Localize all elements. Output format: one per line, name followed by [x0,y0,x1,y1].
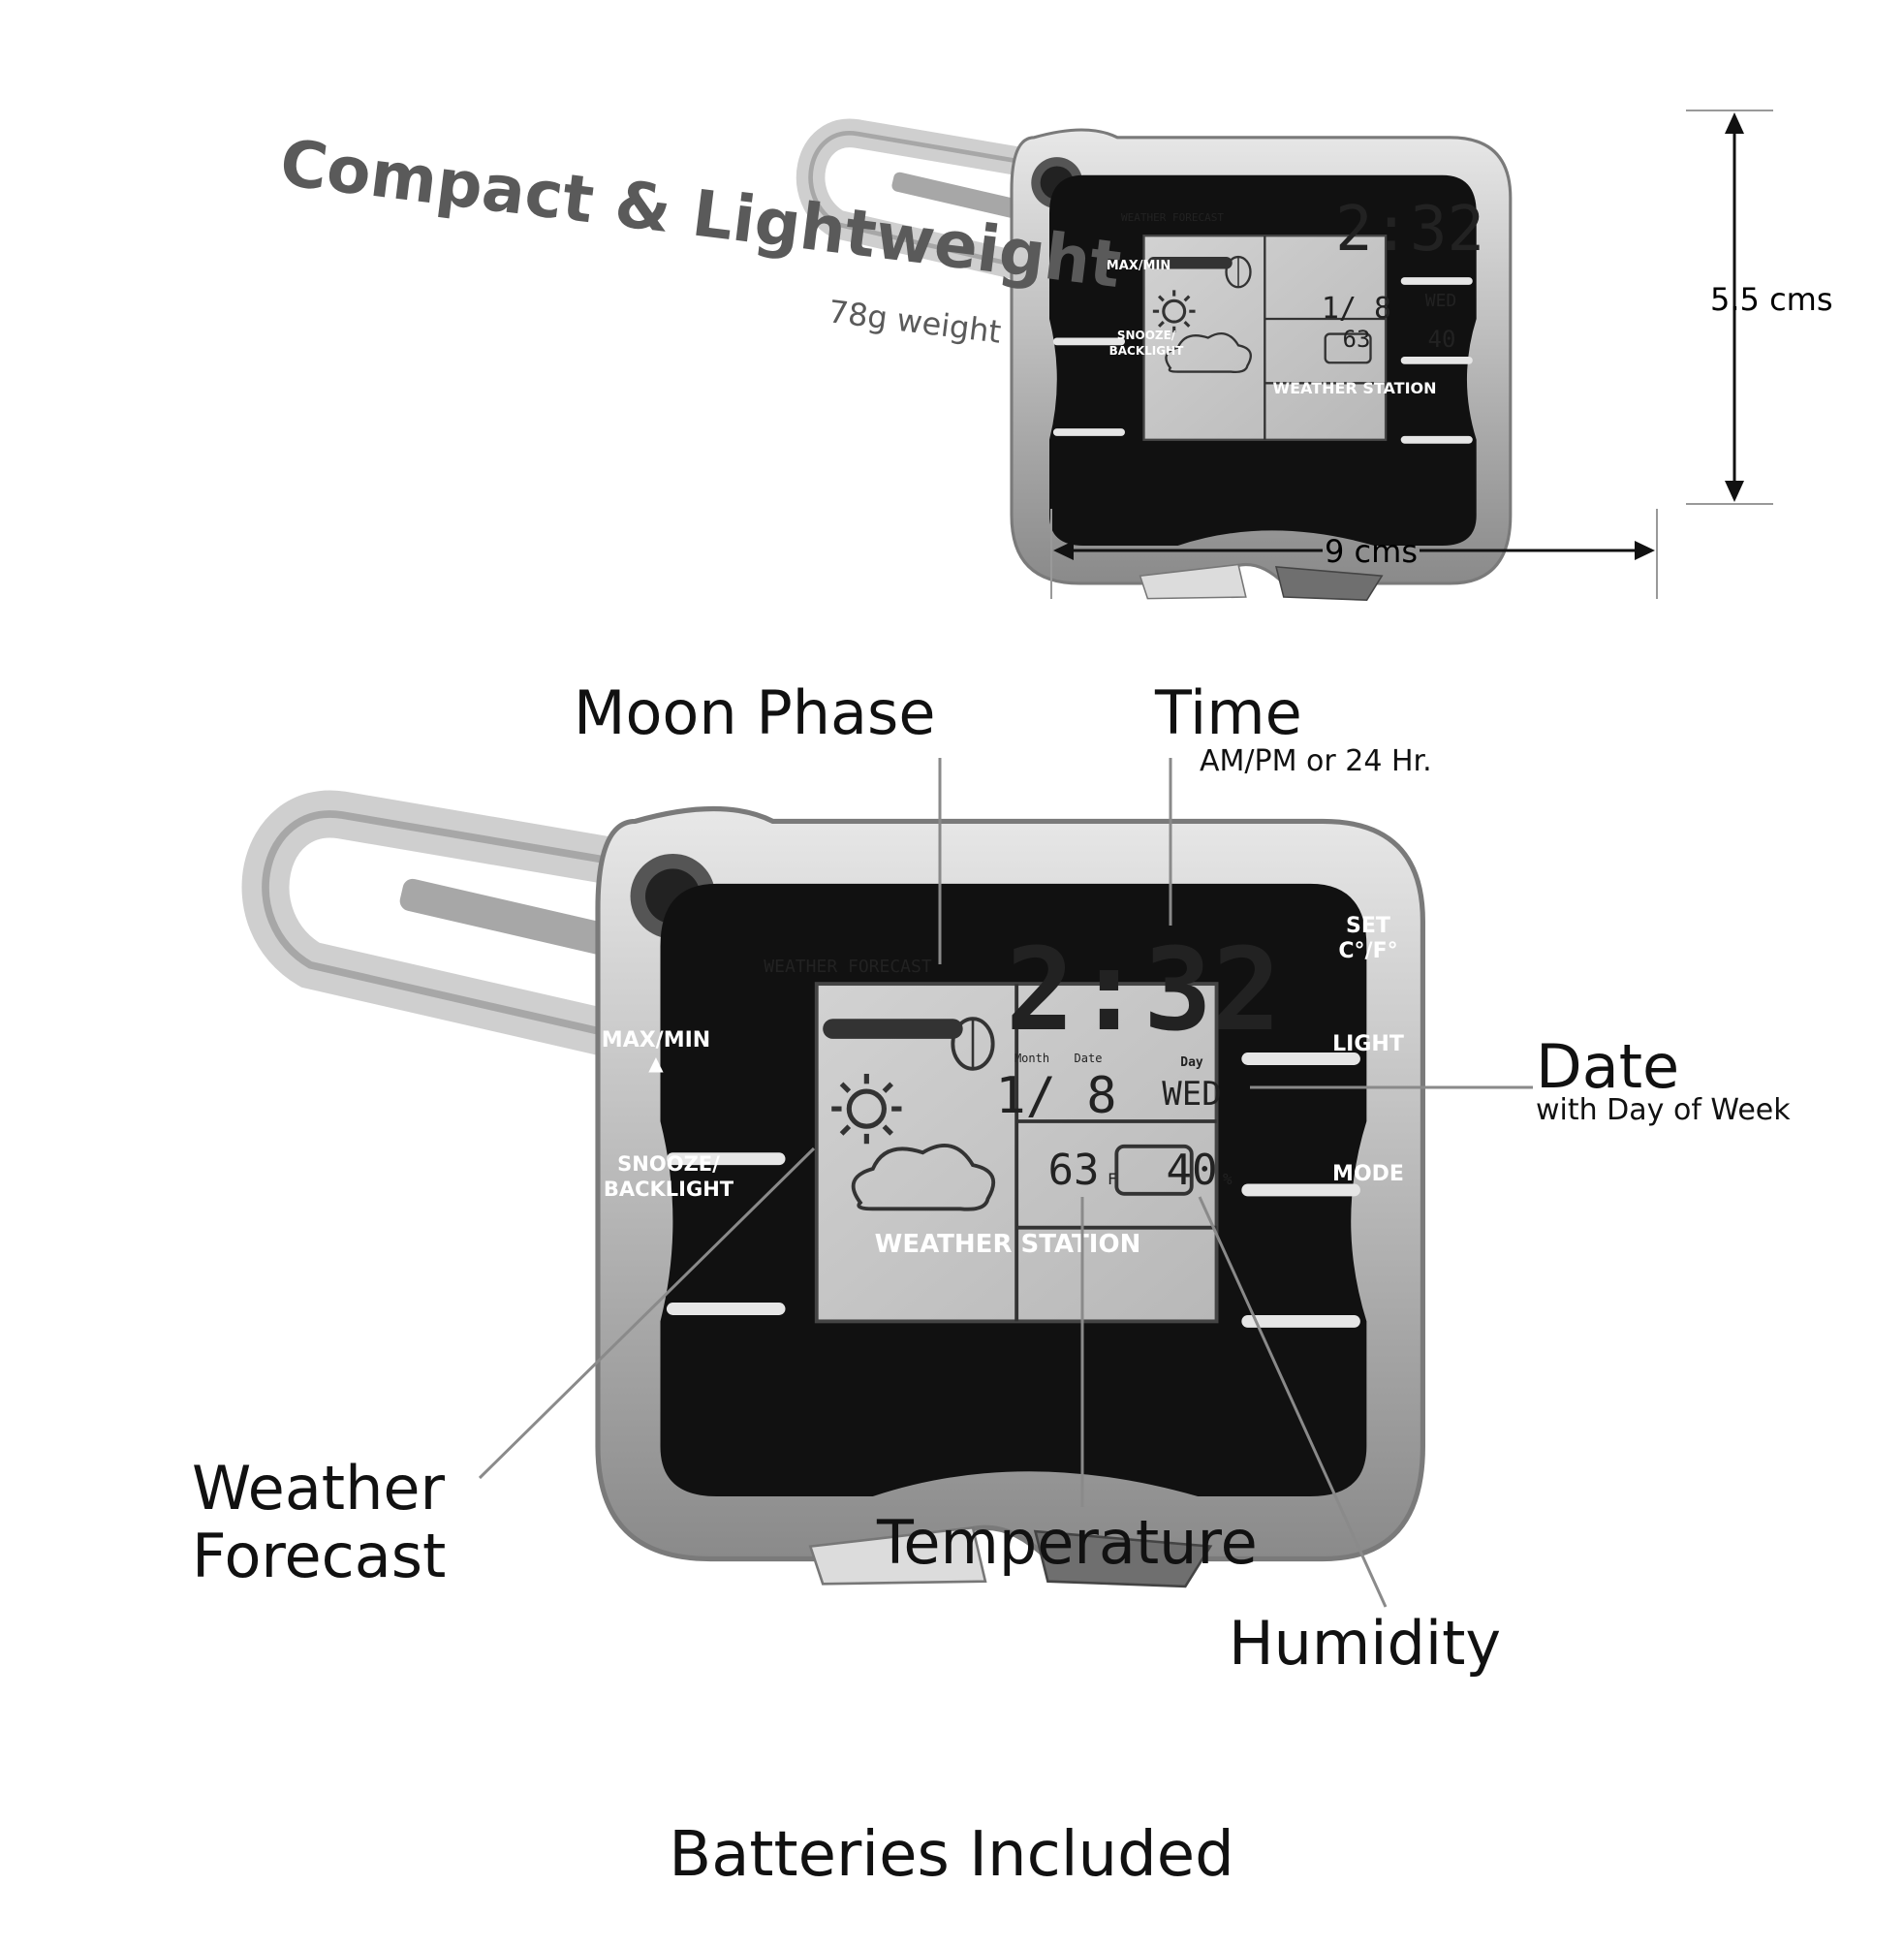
small-device-labels: WEATHER FORECAST 2:32 1/ 8 WED 63 40 MAX… [1107,187,1599,397]
month-label: Month [1014,1052,1049,1065]
weather-callout-1: Weather [192,1453,446,1524]
small-day-readout: WED [1425,291,1457,311]
height-label: 5.5 cms [1710,281,1833,318]
humidity-line [1198,1196,1388,1608]
humidity-unit: % [1223,1170,1233,1188]
small-time-readout: 2:32 [1335,194,1484,266]
main-device-labels: WEATHER FORECAST 2:32 Month Date 1/ 8 Da… [602,914,1404,1259]
snooze-label-2: BACKLIGHT [604,1178,734,1201]
callout-lines [478,758,1533,1608]
temperature-callout: Temperature [876,1507,1258,1578]
humidity-readout: 40 [1167,1146,1218,1195]
small-snooze-label-1: SNOOZE/ [1117,329,1176,342]
small-light-label: LIGHT [1556,261,1599,275]
width-label: 9 cms [1325,533,1418,570]
light-label: LIGHT [1332,1032,1404,1056]
time-readout: 2:32 [1006,923,1281,1056]
small-brand-label: WEATHER STATION [1272,379,1436,397]
headline-subtitle: 78g weight [827,293,1003,351]
small-temp-readout: 63 [1343,326,1371,353]
day-readout: WED [1162,1075,1221,1114]
small-set-label-1: SET [1564,187,1590,202]
small-mode-label: MODE [1556,340,1599,355]
snooze-label-1: SNOOZE/ [617,1152,720,1176]
set-label-1: SET [1346,914,1390,938]
max-min-label: MAX/MIN [602,1028,710,1053]
brand-label: WEATHER STATION [875,1230,1141,1259]
batteries-footer: Batteries Included [669,1819,1233,1891]
weather-forecast-line [478,1147,816,1480]
small-max-min-label: MAX/MIN [1107,259,1170,273]
time-callout-sub: AM/PM or 24 Hr. [1200,744,1432,778]
callouts: Moon Phase Time AM/PM or 24 Hr. Date wit… [192,677,1791,1679]
date-readout: 1/ 8 [995,1067,1116,1125]
forecast-badge: WEATHER FORECAST [764,957,932,977]
height-dimension: 5.5 cms [1686,110,1833,505]
set-label-2: C°/F° [1338,939,1397,963]
small-humidity-readout: 40 [1428,326,1456,353]
temperature-readout: 63 [1048,1146,1100,1195]
small-snooze-label-2: BACKLIGHT [1109,344,1185,358]
date-small-label: Date [1075,1052,1103,1065]
mode-label: MODE [1332,1162,1404,1186]
weather-callout-2: Forecast [192,1521,446,1591]
time-callout: Time [1154,677,1302,748]
small-date-readout: 1/ 8 [1322,292,1391,326]
moon-phase-callout: Moon Phase [574,677,935,748]
small-set-label-2: C°/F° [1560,203,1595,217]
small-forecast-badge: WEATHER FORECAST [1121,211,1224,224]
humidity-callout: Humidity [1229,1608,1501,1679]
date-callout: Date [1536,1031,1679,1102]
temperature-unit: F [1108,1170,1117,1188]
day-label: Day [1180,1055,1203,1070]
max-min-arrow: ▲ [648,1052,664,1075]
width-dimension: 9 cms [1050,509,1658,599]
date-callout-sub: with Day of Week [1536,1093,1791,1127]
